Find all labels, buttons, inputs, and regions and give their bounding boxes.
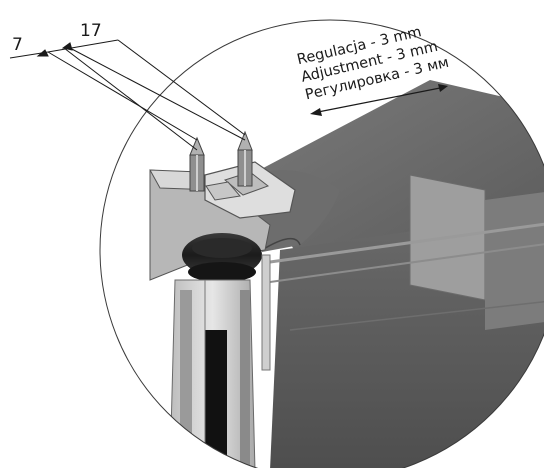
dimension-lines (9, 39, 246, 151)
dimension-left: 7 (12, 35, 23, 55)
screw-right (237, 130, 253, 187)
screw-left (189, 136, 205, 192)
dimension-right: 17 (80, 21, 102, 41)
adjustment-arrow (310, 84, 448, 116)
detail-circle (99, 19, 544, 468)
